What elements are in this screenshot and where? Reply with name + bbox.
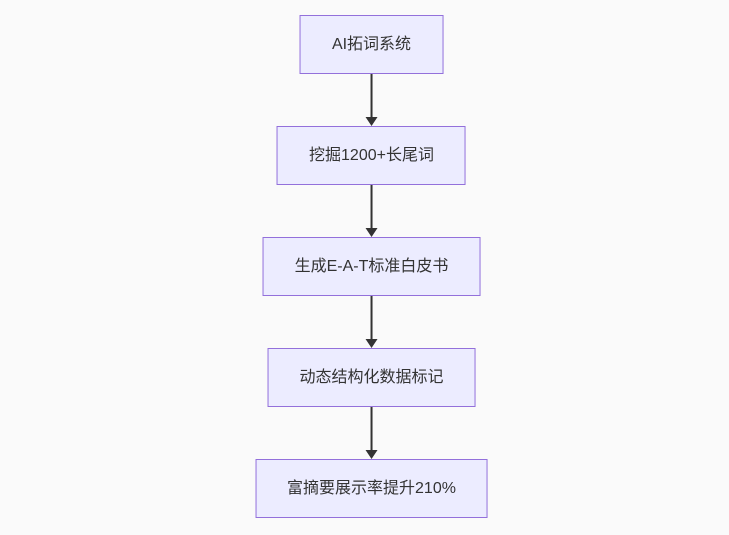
arrow-down-icon <box>365 339 378 348</box>
flow-node-label: 生成E-A-T标准白皮书 <box>294 258 449 275</box>
flow-node-label: 富摘要展示率提升210% <box>287 480 456 497</box>
flow-node-longtail-keywords: 挖掘1200+长尾词 <box>277 126 466 185</box>
flow-node-label: 挖掘1200+长尾词 <box>309 147 434 164</box>
flow-node-label: AI拓词系统 <box>331 36 412 53</box>
flow-node-structured-data: 动态结构化数据标记 <box>267 348 476 407</box>
flow-arrow-3-4 <box>365 296 378 348</box>
arrow-down-icon <box>365 450 378 459</box>
flow-node-eat-whitepaper: 生成E-A-T标准白皮书 <box>262 237 481 296</box>
flow-arrow-4-5 <box>365 407 378 459</box>
flowchart: AI拓词系统 挖掘1200+长尾词 生成E-A-T标准白皮书 动态结构化数据标记 <box>255 15 488 518</box>
arrow-line <box>370 407 373 450</box>
flow-node-label: 动态结构化数据标记 <box>299 369 444 386</box>
arrow-line <box>370 185 373 228</box>
arrow-line <box>370 74 373 117</box>
arrow-line <box>370 296 373 339</box>
flow-arrow-1-2 <box>365 74 378 126</box>
flow-node-rich-snippet-result: 富摘要展示率提升210% <box>255 459 488 518</box>
arrow-down-icon <box>365 228 378 237</box>
arrow-down-icon <box>365 117 378 126</box>
flow-node-ai-word-system: AI拓词系统 <box>299 15 444 74</box>
flow-arrow-2-3 <box>365 185 378 237</box>
